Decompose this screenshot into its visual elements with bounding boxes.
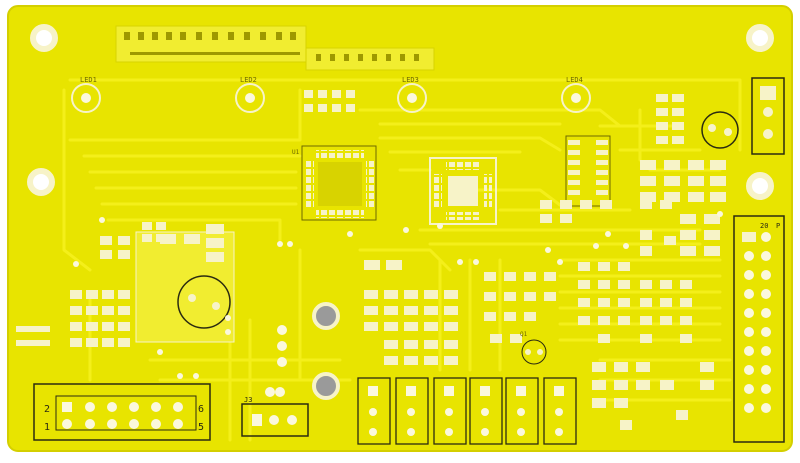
mounting-hole-top-left: [30, 24, 58, 52]
power-section-left: [135, 224, 235, 343]
header-right-pin5-label: 5: [198, 422, 204, 433]
mcu-footprint: [301, 145, 377, 221]
led-top-3: [397, 83, 427, 113]
qfn-footprint: [429, 157, 497, 225]
led-top-2: [235, 83, 265, 113]
pad-group-top-center: [304, 90, 355, 112]
silk-label-block-2: [305, 47, 435, 71]
terminal-row-bottom: [357, 377, 577, 445]
led-label-4: LED4: [566, 76, 583, 84]
capacitor-top-right: [701, 111, 739, 149]
header-left-pin1-label: 1: [44, 422, 50, 433]
led-footprints: [71, 83, 591, 113]
led-label-1: LED1: [80, 76, 97, 84]
smd-pad-grid-center: [364, 200, 692, 365]
led-label-3: LED3: [402, 76, 419, 84]
smd-pad-grid-left: [16, 222, 166, 347]
traces: [62, 78, 742, 442]
header-right-20pin: [733, 215, 785, 443]
transistor-q1: [521, 339, 547, 365]
header-bottom-left: [33, 383, 211, 441]
q1-label: Q1: [520, 331, 528, 338]
silk-label-block-1: [115, 25, 307, 63]
mounting-hole-top-right: [746, 24, 774, 52]
mounting-hole-mid-right: [746, 172, 774, 200]
header-right-pin6-label: 6: [198, 404, 204, 415]
mounting-hole-mid-left: [27, 168, 55, 196]
center-holes: [312, 302, 340, 400]
terminal-top-right: [751, 77, 785, 155]
soic-footprint: [565, 135, 611, 207]
right-header-label: 20: [760, 222, 768, 230]
smd-pad-group-bottom-right: [592, 362, 714, 430]
connector-j3: [241, 403, 309, 437]
led-top-1: [71, 83, 101, 113]
mounting-holes: [27, 24, 774, 200]
led-top-4: [561, 83, 591, 113]
smd-pad-array-right: [640, 94, 726, 256]
j3-label: J3: [244, 396, 252, 404]
silk-label-glyphs: [124, 32, 419, 61]
header-left-pin2-label: 2: [44, 404, 50, 415]
led-label-2: LED2: [240, 76, 257, 84]
vias: [73, 211, 723, 379]
right-header-side-label: P: [776, 222, 780, 230]
u1-label: U1: [292, 149, 300, 156]
